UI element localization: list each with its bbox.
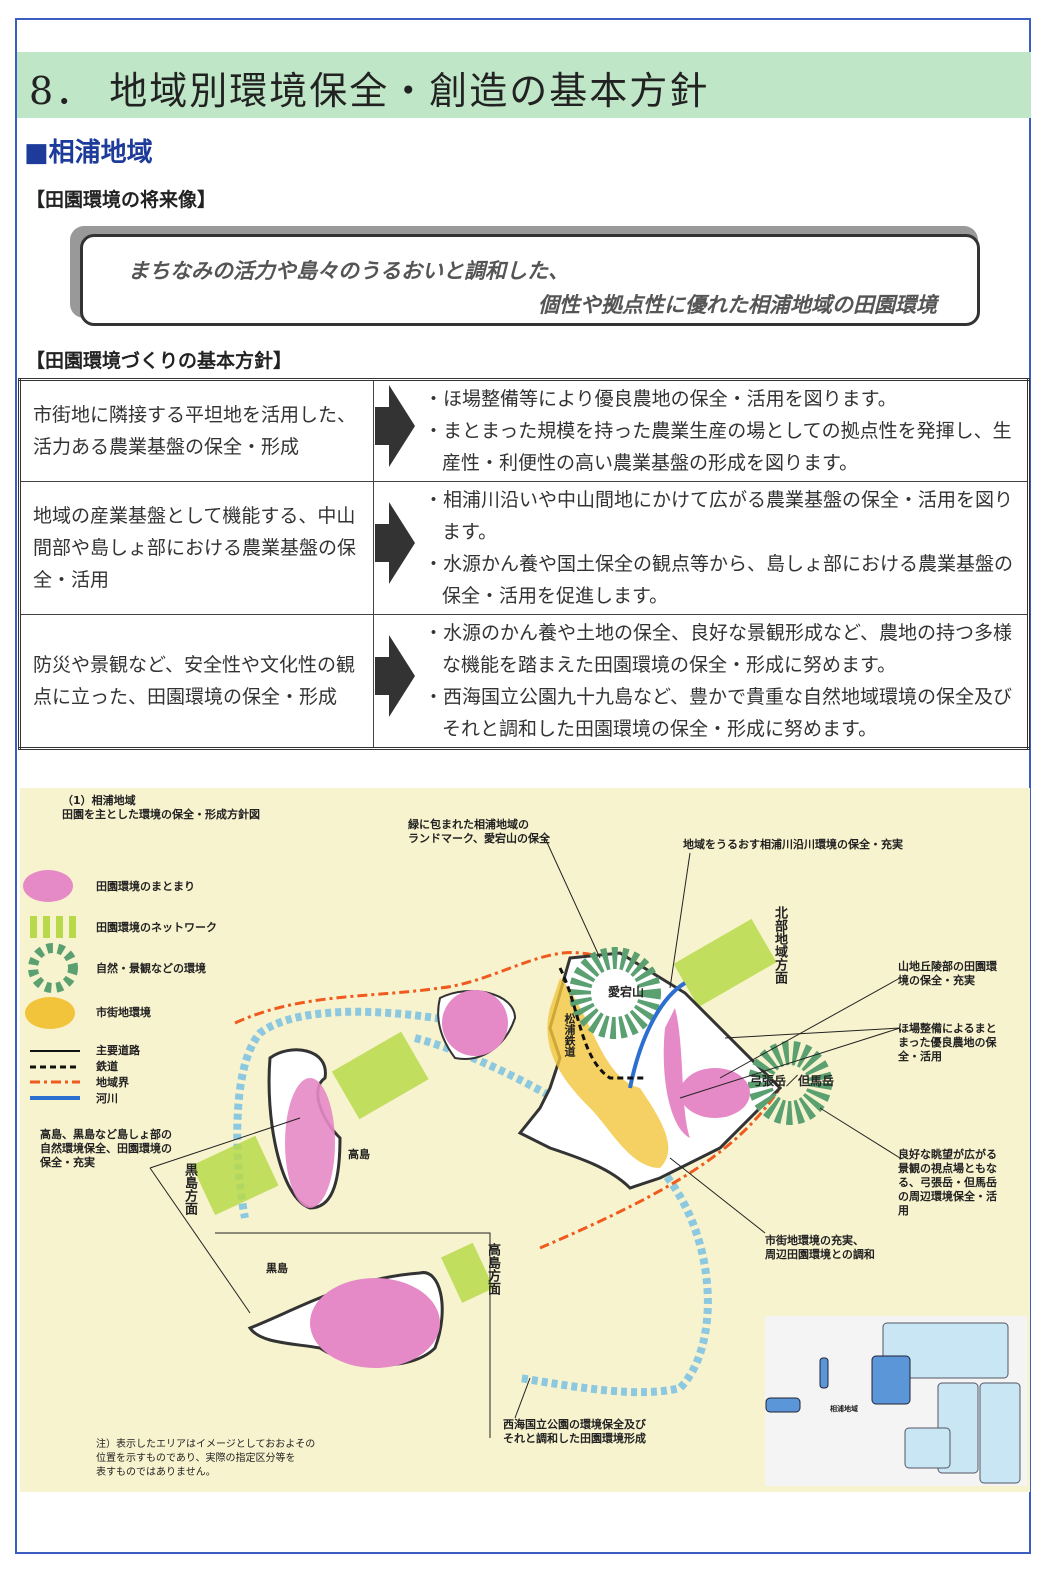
hill-note: 山地丘陵部の田園環 境の保全・充実 [898, 960, 997, 987]
page-frame [15, 18, 1031, 1554]
kuroshima-direction: 黒島方面 [182, 1163, 197, 1215]
legend-nature-swatch [28, 943, 78, 993]
legend-label: 河川 [96, 1092, 118, 1105]
legend-label: 主要道路 [96, 1044, 140, 1057]
map-graphic [23, 837, 1027, 1486]
policy-bullet: ・相浦川沿いや中山間地にかけて広がる農業基盤の保全・活用を図ります。 [424, 489, 1014, 543]
legend-pink-swatch [23, 870, 73, 902]
inset-map [882, 1322, 1021, 1484]
legend-label: 自然・景観などの環境 [96, 962, 206, 975]
policy-left: 市街地に隣接する平坦地を活用した、活力ある農業基盤の保全・形成 [19, 379, 374, 482]
legend-label: 鉄道 [96, 1060, 118, 1073]
policy-heading: 【田園環境づくりの基本方針】 [26, 350, 293, 372]
policy-bullet: ・まとまった規模を持った農業生産の場としての拠点性を発揮し、生産性・利便性の高い… [424, 420, 1012, 474]
legend-green-stripes [30, 916, 76, 938]
network-stripes [191, 918, 777, 1303]
atago-note: 緑に包まれた相浦地域の ランドマーク、愛宕山の保全 [408, 818, 551, 845]
map-title: （1）相浦地域 田園を主とした環境の保全・形成方針図 [62, 794, 260, 821]
arrow-right-icon [375, 385, 415, 467]
legend-label: 市街地環境 [96, 1006, 151, 1019]
legend-label: 田園環境のネットワーク [96, 921, 217, 934]
vision-line-1: まちなみの活力や島々のうるおいと調和した、 [128, 259, 569, 283]
policy-table: 市街地に隣接する平坦地を活用した、活力ある農業基盤の保全・形成 ・ほ場整備等によ… [18, 378, 1030, 750]
takashima-farmland [285, 1078, 335, 1208]
chapter-header: 8． 地域別環境保全・創造の基本方針 [17, 52, 1031, 118]
policy-left: 地域の産業基盤として機能する、中山間部や島しょ部における農業基盤の保全・活用 [19, 481, 374, 615]
vision-heading: 【田園環境の将来像】 [26, 189, 217, 211]
atago-nature [569, 947, 661, 1039]
vision-box: まちなみの活力や島々のうるおいと調和した、 個性や拠点性に優れた相浦地域の田園環… [80, 234, 980, 326]
section-title: ■相浦地域 [24, 138, 153, 168]
table-row: 防災や景観など、安全性や文化性の観点に立った、田園環境の保全・形成 ・水源のかん… [19, 614, 1029, 749]
view-note: 良好な眺望が広がる 景観の視点場ともな る、弓張岳・但馬岳 の周辺環境保全・活 … [898, 1148, 997, 1217]
map-footnote: 注）表示したエリアはイメージとしておおよその 位置を示すものであり、実際の指定区… [96, 1439, 316, 1478]
chapter-title: 8． 地域別環境保全・創造の基本方針 [29, 69, 710, 113]
takashima-direction: 高島方面 [485, 1243, 500, 1295]
table-row: 市街地に隣接する平坦地を活用した、活力ある農業基盤の保全・形成 ・ほ場整備等によ… [19, 379, 1029, 482]
river-note: 地域をうるおす相浦川沿川環境の保全・充実 [683, 838, 903, 851]
hill-farmland [663, 1008, 690, 1138]
policy-bullet: ・西海国立公園九十九島など、豊かで貴重な自然地域環境の保全及びそれと調和した田園… [424, 686, 1013, 740]
inset-label: 相浦地域 [830, 1405, 858, 1413]
yumihari-label: 弓張岳／但馬岳 [750, 1074, 835, 1088]
kuroshima-label: 黒島 [266, 1262, 288, 1275]
inset-ainoura [871, 1355, 911, 1405]
policy-bullet: ・ほ場整備等により優良農地の保全・活用を図ります。 [424, 388, 897, 410]
kuroshima-farmland [310, 1278, 440, 1368]
river [628, 981, 687, 1089]
policy-left: 防災や景観など、安全性や文化性の観点に立った、田園環境の保全・形成 [19, 614, 374, 749]
urban-note: 市街地環境の充実、 周辺田園環境との調和 [765, 1234, 875, 1261]
arrow-right-icon [375, 635, 415, 717]
railway [558, 967, 645, 1080]
policy-map: （1）相浦地域 田園を主とした環境の保全・形成方針図 田園環境のまとまり 田園環… [20, 788, 1030, 1492]
rail-label: 松浦鉄道 [563, 1013, 576, 1057]
yumihari-nature [748, 1041, 832, 1125]
policy-bullet: ・水源かん養や国土保全の観点等から、島しょ部における農業基盤の保全・活用を促進し… [424, 553, 1014, 607]
legend-label: 田園環境のまとまり [96, 880, 195, 893]
policy-bullet: ・水源のかん養や土地の保全、良好な景観形成など、農地の持つ多様な機能を踏まえた田… [424, 622, 1013, 676]
atago-label: 愛宕山 [608, 985, 645, 999]
arrow-right-icon [375, 502, 415, 584]
plain-farmland [680, 1068, 750, 1118]
table-row: 地域の産業基盤として機能する、中山間部や島しょ部における農業基盤の保全・活用 ・… [19, 481, 1029, 615]
leader-lines [149, 837, 901, 1438]
park-note: 西海国立公園の環境保全及び それと調和した田園環境形成 [503, 1418, 646, 1445]
takashima-label: 高島 [348, 1148, 370, 1161]
farm-note: ほ場整備によるまと まった優良農地の保 全・活用 [898, 1022, 997, 1063]
legend-label: 地域界 [96, 1076, 129, 1089]
hokubu-direction: 北部地域方面 [772, 906, 787, 984]
legend-yellow-swatch [25, 997, 75, 1029]
urban-area [547, 978, 669, 1168]
boundary-line [234, 951, 782, 1250]
vision-line-2: 個性や拠点性に優れた相浦地域の田園環境 [538, 293, 937, 317]
island-note: 高島、黒島など島しょ部の 自然環境保全、田園環境の 保全・充実 [40, 1128, 172, 1169]
